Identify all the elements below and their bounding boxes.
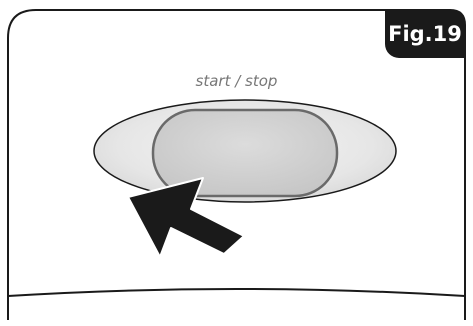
start-stop-label: start / stop	[195, 72, 278, 90]
panel-bottom-curve	[7, 288, 466, 297]
figure-badge: Fig.19	[385, 10, 465, 58]
figure-badge-label: Fig.19	[388, 22, 462, 46]
start-stop-button	[151, 108, 339, 198]
press-arrow-icon	[127, 177, 245, 258]
